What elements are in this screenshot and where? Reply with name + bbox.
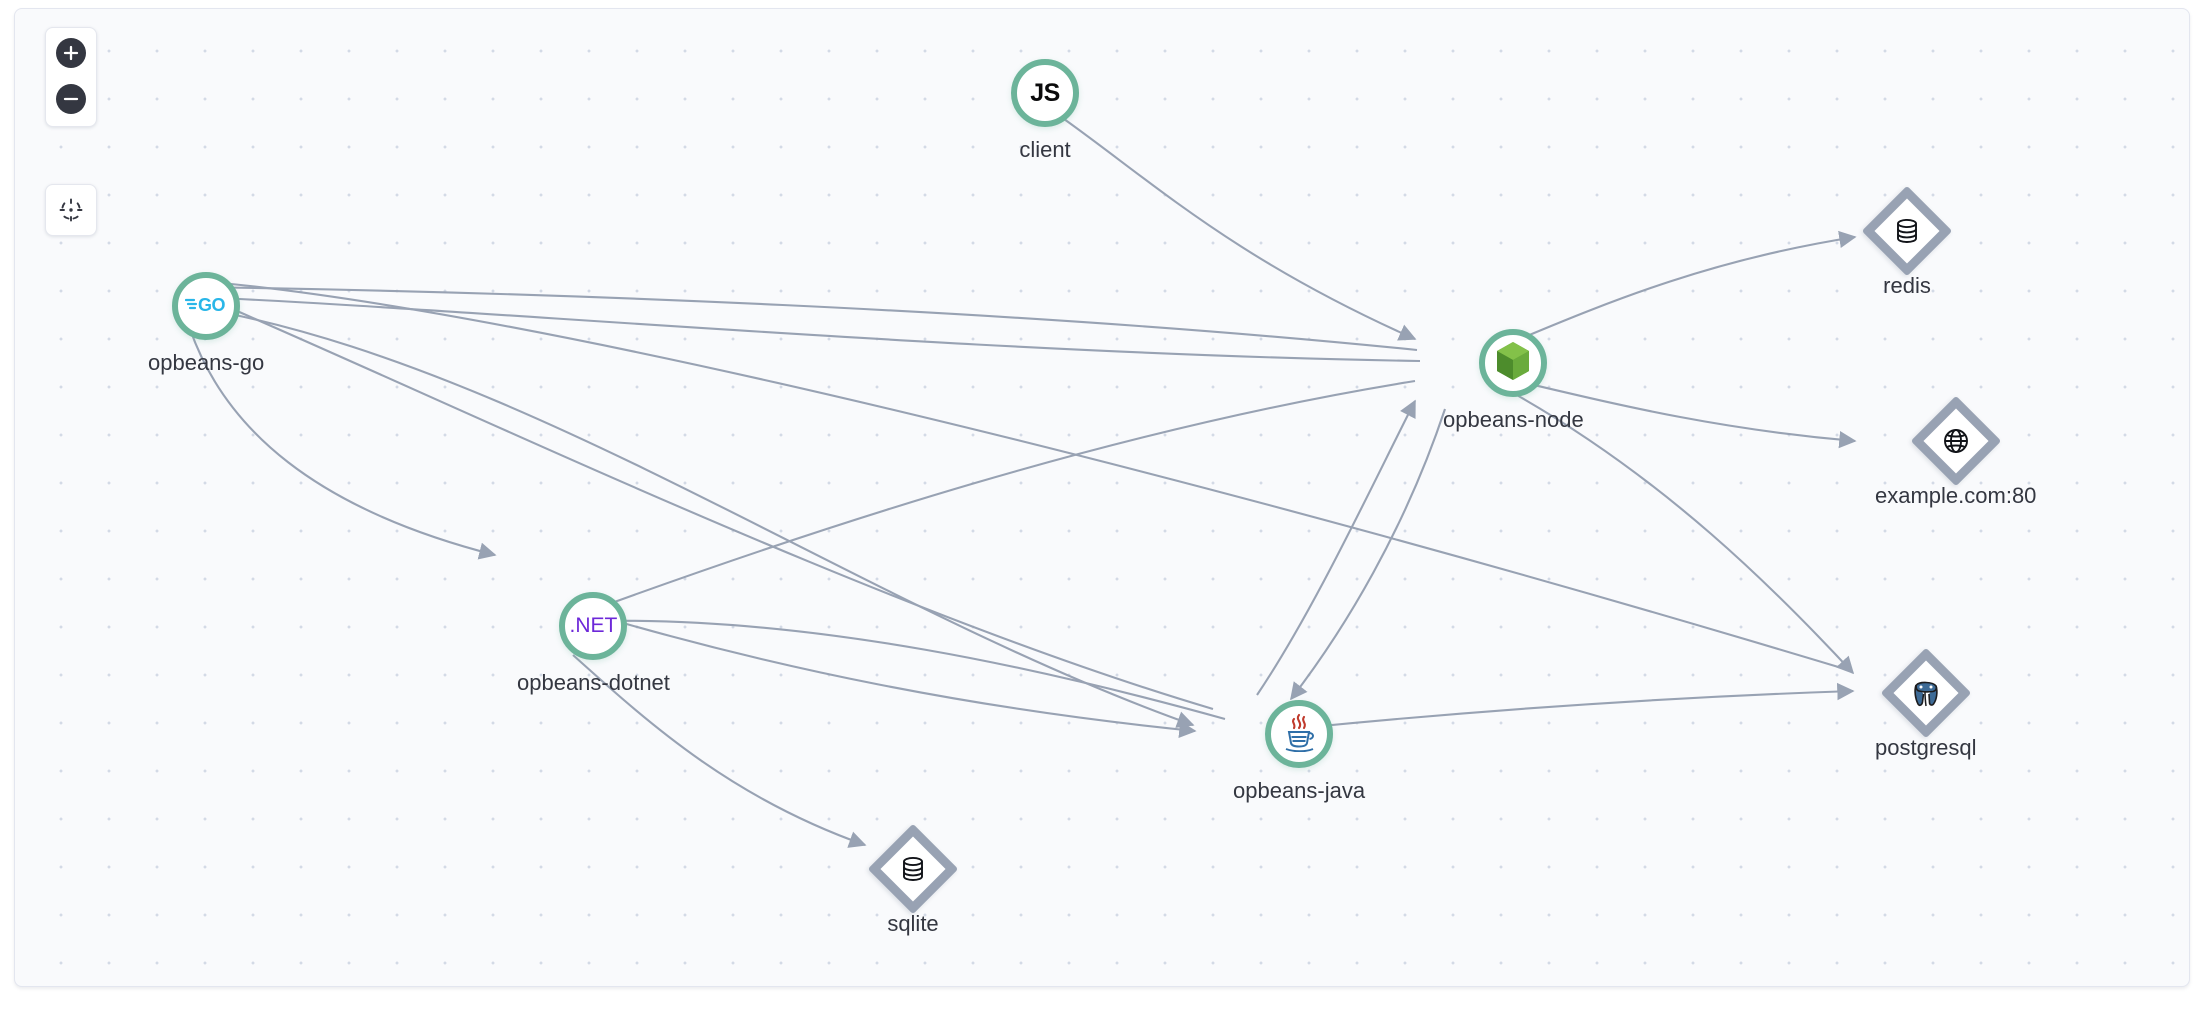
node-opbeans-java[interactable]: opbeans-java (1233, 700, 1365, 804)
edge-long-to-opbeans-go (197, 273, 1846, 671)
dotnet-icon: .NET (569, 614, 618, 637)
node-example-com[interactable]: example.com:80 (1875, 395, 2037, 509)
redis-diamond[interactable] (1861, 185, 1953, 277)
opbeans-dotnet-circle[interactable]: .NET (559, 592, 628, 660)
nodejs-icon (1495, 341, 1531, 386)
node-postgresql[interactable]: postgresql (1875, 647, 1977, 761)
sqlite-diamond[interactable] (867, 823, 959, 915)
zoom-controls (45, 27, 97, 127)
example-com-diamond[interactable] (1910, 395, 2001, 487)
svg-text:GO: GO (198, 295, 226, 315)
opbeans-node-circle[interactable] (1479, 329, 1548, 397)
edge-opbeans-node-to-opbeans-go (193, 278, 1418, 352)
edge-opbeans-node-to-redis (1514, 230, 1857, 342)
node-label-postgresql: postgresql (1875, 735, 1977, 760)
node-label-sqlite: sqlite (887, 911, 939, 936)
center-map-button[interactable] (55, 194, 87, 226)
edge-opbeans-dotnet-to-sqlite (572, 654, 867, 848)
client-circle[interactable]: JS (1011, 59, 1079, 127)
edge-opbeans-java-to-opbeans-dotnet (596, 612, 1226, 721)
node-label-opbeans-java: opbeans-java (1233, 778, 1366, 803)
node-opbeans-node[interactable]: opbeans-node (1443, 329, 1584, 433)
edge-opbeans-dotnet-to-opbeans-java (574, 607, 1197, 739)
js-icon: JS (1030, 78, 1060, 107)
edge-opbeans-node-to-example (1516, 379, 1857, 449)
edge-opbeans-go-to-opbeans-dotnet (189, 328, 497, 560)
node-opbeans-dotnet[interactable]: .NET opbeans-dotnet (517, 592, 670, 696)
edge-opbeans-node-to-postgresql (1514, 393, 1855, 675)
database-icon (1892, 216, 1922, 246)
opbeans-go-circle[interactable]: GO (172, 272, 241, 340)
node-label-opbeans-dotnet: opbeans-dotnet (517, 670, 670, 695)
edge-opbeans-node-to-opbeans-dotnet (593, 379, 1416, 612)
node-label-redis: redis (1883, 273, 1931, 298)
edge-layer (189, 118, 1857, 848)
edge-opbeans-dotnet-to-opbeans-go (195, 289, 1421, 363)
postgresql-icon (1909, 676, 1943, 710)
service-map-canvas[interactable]: JS client GO opbeans-go (14, 8, 2190, 987)
node-label-opbeans-node: opbeans-node (1443, 407, 1584, 432)
node-label-client: client (1019, 137, 1071, 162)
edge-opbeans-node-to-opbeans-java (1290, 408, 1446, 701)
zoom-in-button[interactable] (56, 38, 86, 68)
node-sqlite[interactable]: sqlite (867, 823, 959, 937)
edge-opbeans-java-to-postgresql (1310, 682, 1855, 729)
go-icon: GO (185, 293, 227, 320)
center-map-control (45, 184, 97, 236)
opbeans-java-circle[interactable] (1265, 700, 1334, 768)
postgresql-diamond[interactable] (1880, 647, 1972, 739)
globe-icon (1941, 426, 1971, 456)
edge-opbeans-go-to-opbeans-java (204, 307, 1195, 728)
node-redis[interactable]: redis (1861, 185, 1953, 299)
node-label-opbeans-go: opbeans-go (148, 350, 265, 375)
edge-opbeans-java-to-opbeans-go (191, 290, 1214, 711)
node-opbeans-go[interactable]: GO opbeans-go (148, 272, 264, 376)
java-icon (1280, 712, 1318, 757)
database-icon (898, 854, 928, 884)
edge-client-to-opbeans-node (1063, 118, 1417, 341)
node-client[interactable]: JS client (1011, 59, 1079, 163)
zoom-out-button[interactable] (56, 84, 86, 114)
edge-opbeans-java-to-opbeans-node (1256, 399, 1416, 696)
node-label-example-com: example.com:80 (1875, 483, 2037, 508)
